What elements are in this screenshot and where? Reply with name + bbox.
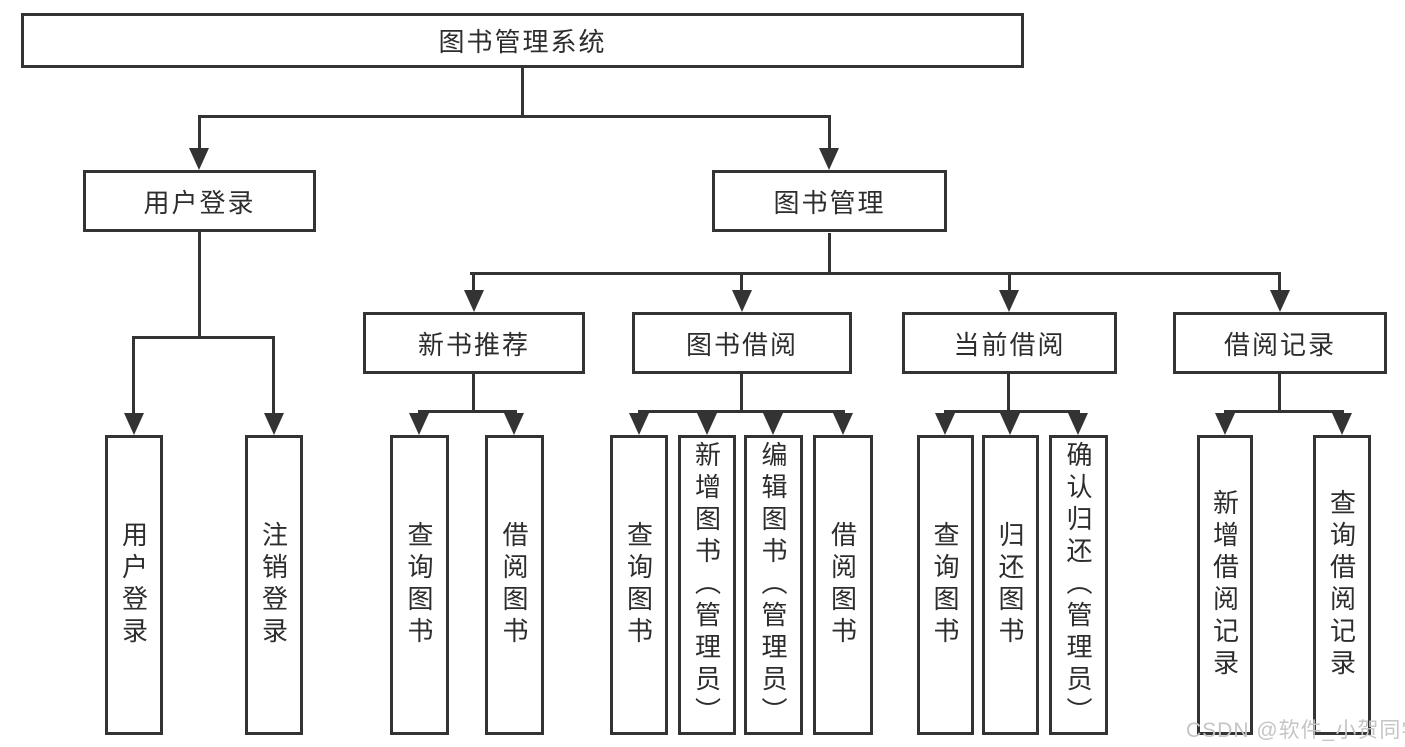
arrow-down-icon: [999, 290, 1019, 312]
connector-drop-book-mgmt: [828, 115, 831, 152]
leaf-bw-borrow-book: 借阅图书: [813, 435, 873, 735]
node-root-label: 图书管理系统: [438, 27, 607, 57]
leaf-bw-edit-book-admin-label: 编辑图书（管理员）: [758, 441, 788, 729]
connector-drop-current-borrow: [1008, 272, 1011, 294]
arrow-down-icon: [409, 413, 429, 435]
connector-drop-book-borrow: [740, 272, 743, 294]
connector-drop-user-login: [198, 115, 201, 152]
arrow-down-icon: [819, 148, 839, 170]
leaf-bw-borrow-book-label: 借阅图书: [827, 521, 858, 649]
arrow-down-icon: [629, 413, 649, 435]
connector-drop-borrow-record: [1278, 272, 1281, 294]
connector-book-borrow-stem: [740, 374, 743, 412]
leaf-rec-add-record: 新增借阅记录: [1197, 435, 1253, 735]
leaf-nb-query-book: 查询图书: [390, 435, 449, 735]
node-borrow-record-label: 借阅记录: [1223, 329, 1336, 360]
leaf-user-login-label: 用户登录: [118, 521, 149, 649]
node-borrow-record: 借阅记录: [1173, 312, 1387, 374]
arrow-down-icon: [732, 290, 752, 312]
connector-user-login-stem: [198, 232, 201, 336]
node-new-book-recommend: 新书推荐: [363, 312, 585, 374]
connector-book-borrow-split: [638, 410, 845, 413]
leaf-bw-query-book: 查询图书: [610, 435, 668, 735]
leaf-bw-edit-book-admin: 编辑图书（管理员）: [744, 435, 803, 735]
arrow-down-icon: [504, 413, 524, 435]
connector-book-mgmt-stem: [828, 233, 831, 274]
arrow-down-icon: [1332, 413, 1352, 435]
connector-level2-bus: [470, 272, 1281, 275]
node-current-borrow-label: 当前借阅: [953, 329, 1066, 360]
leaf-nb-borrow-book-label: 借阅图书: [499, 521, 529, 649]
leaf-rec-query-record: 查询借阅记录: [1313, 435, 1371, 735]
connector-current-borrow-split: [944, 410, 1080, 413]
arrow-down-icon: [464, 290, 484, 312]
leaf-cur-confirm-return-admin: 确认归还（管理员）: [1049, 435, 1108, 735]
leaf-rec-add-record-label: 新增借阅记录: [1209, 489, 1240, 681]
leaf-bw-add-book-admin: 新增图书（管理员）: [678, 435, 736, 735]
node-book-management: 图书管理: [712, 170, 947, 232]
leaf-nb-borrow-book: 借阅图书: [485, 435, 544, 735]
arrow-down-icon: [1068, 413, 1088, 435]
connector-drop-leaf-logout: [272, 336, 275, 417]
node-user-login-label: 用户登录: [143, 187, 256, 218]
leaf-user-login: 用户登录: [105, 435, 163, 735]
node-user-login: 用户登录: [83, 170, 316, 232]
node-book-borrow: 图书借阅: [632, 312, 852, 374]
leaf-rec-query-record-label: 查询借阅记录: [1326, 489, 1357, 681]
arrow-down-icon: [833, 413, 853, 435]
node-current-borrow: 当前借阅: [902, 312, 1117, 374]
leaf-nb-query-book-label: 查询图书: [404, 521, 434, 649]
connector-root-stem: [521, 68, 524, 117]
connector-borrow-record-stem: [1278, 374, 1281, 412]
node-book-management-label: 图书管理: [773, 187, 886, 218]
connector-new-book-stem: [472, 374, 475, 412]
leaf-cur-return-book-label: 归还图书: [995, 521, 1025, 649]
node-new-book-recommend-label: 新书推荐: [417, 329, 530, 360]
leaf-cur-confirm-return-admin-label: 确认归还（管理员）: [1063, 441, 1093, 729]
watermark: CSDN @软件_小贺同学: [1186, 719, 1405, 742]
leaf-logout: 注销登录: [245, 435, 303, 735]
arrow-down-icon: [124, 413, 144, 435]
connector-new-book-split: [418, 410, 517, 413]
leaf-logout-label: 注销登录: [258, 521, 289, 649]
leaf-bw-query-book-label: 查询图书: [623, 521, 654, 649]
connector-borrow-record-split: [1224, 410, 1344, 413]
connector-user-login-split: [132, 336, 275, 339]
arrow-down-icon: [1215, 413, 1235, 435]
arrow-down-icon: [189, 148, 209, 170]
arrow-down-icon: [935, 413, 955, 435]
node-book-borrow-label: 图书借阅: [685, 329, 798, 360]
leaf-cur-query-book: 查询图书: [917, 435, 974, 735]
connector-drop-new-book: [472, 272, 475, 294]
leaf-cur-return-book: 归还图书: [982, 435, 1039, 735]
arrow-down-icon: [763, 413, 783, 435]
connector-current-borrow-stem: [1007, 374, 1010, 412]
arrow-down-icon: [1270, 290, 1290, 312]
arrow-down-icon: [697, 413, 717, 435]
connector-drop-leaf-login: [132, 336, 135, 417]
leaf-bw-add-book-admin-label: 新增图书（管理员）: [691, 441, 722, 729]
arrow-down-icon: [1000, 413, 1020, 435]
leaf-cur-query-book-label: 查询图书: [930, 521, 960, 649]
connector-level1-bus: [198, 115, 831, 118]
arrow-down-icon: [264, 413, 284, 435]
node-root: 图书管理系统: [21, 13, 1024, 68]
